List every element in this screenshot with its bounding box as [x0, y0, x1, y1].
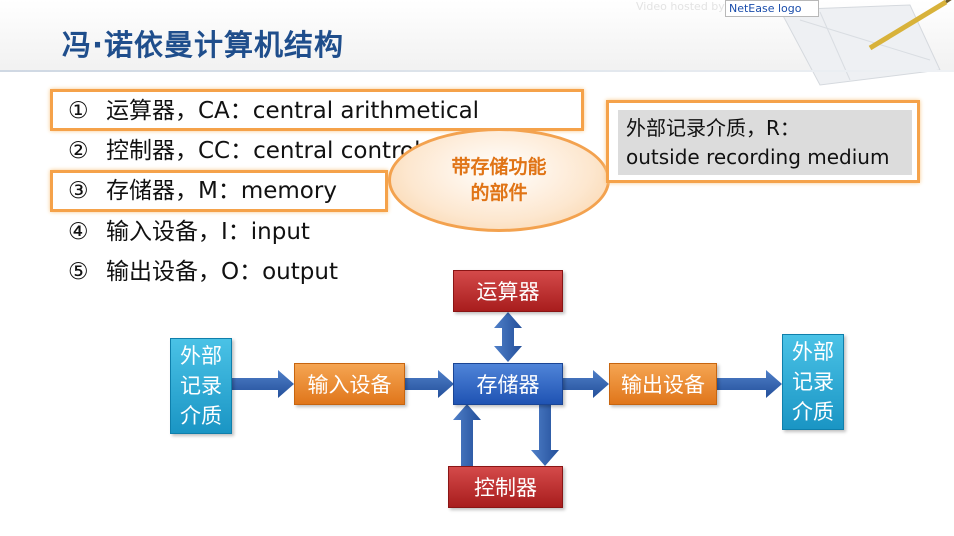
external-left-line-1: 外部 [180, 344, 222, 368]
input-device-label: 输入设备 [307, 373, 392, 397]
input-device-box: 输入设备 [294, 363, 405, 405]
output-device-box: 输出设备 [609, 363, 717, 405]
list-item-output: ⑤ 输出设备，O：output [68, 256, 338, 288]
arrow-input-to-memory [405, 370, 454, 398]
video-watermark: Video hosted by [636, 0, 725, 13]
item-number: ② [68, 138, 89, 164]
controller-label: 控制器 [474, 476, 537, 500]
highlight-box-memory [50, 170, 388, 212]
callout-line-1: 带存储功能 [451, 156, 547, 178]
item-number: ④ [68, 219, 89, 245]
arrow-controller-to-memory [453, 404, 481, 466]
item-number: ⑤ [68, 259, 89, 285]
arrow-output-to-external [717, 370, 782, 398]
arrow-alu-memory-bidirectional [494, 312, 522, 362]
external-right-line-3: 介质 [792, 400, 834, 424]
item-text: 输入设备，I：input [106, 219, 310, 245]
external-medium-definition: 外部记录介质，R： outside recording medium [618, 110, 912, 175]
memory-box: 存储器 [453, 363, 563, 405]
title-divider [0, 70, 954, 72]
list-item-alu: ① 运算器，CA：central arithmetical [68, 95, 479, 127]
list-item-memory: ③ 存储器，M：memory [68, 175, 337, 207]
arrow-memory-to-output [563, 370, 609, 398]
list-item-input: ④ 输入设备，I：input [68, 216, 310, 248]
output-device-label: 输出设备 [621, 373, 705, 397]
list-item-controller: ② 控制器，CC：central control [68, 135, 421, 167]
external-left-line-2: 记录 [180, 374, 222, 398]
netease-logo-text: NetEase logo [729, 2, 802, 15]
netease-logo: NetEase logo [725, 0, 819, 17]
storage-callout: 带存储功能 的部件 [388, 128, 610, 232]
item-text: 控制器，CC：central control [106, 138, 421, 164]
arrow-memory-to-controller [531, 404, 559, 466]
item-text: 存储器，M：memory [106, 178, 337, 204]
item-number: ① [68, 98, 89, 124]
highlight-box-alu [50, 89, 584, 131]
external-right-line-1: 外部 [792, 340, 834, 364]
item-number: ③ [68, 178, 89, 204]
external-right-line-2: 记录 [792, 370, 834, 394]
arrow-external-to-input [232, 370, 294, 398]
external-medium-left-box: 外部 记录 介质 [170, 338, 232, 434]
alu-label: 运算器 [476, 280, 540, 304]
alu-box: 运算器 [453, 270, 563, 312]
external-medium-right-box: 外部 记录 介质 [782, 334, 844, 430]
callout-line-2: 的部件 [470, 182, 528, 204]
external-medium-line-1: 外部记录介质，R： [626, 116, 800, 140]
memory-label: 存储器 [476, 373, 540, 397]
external-medium-line-2: outside recording medium [626, 145, 890, 169]
item-text: 输出设备，O：output [106, 259, 338, 285]
item-text: 运算器，CA：central arithmetical [106, 98, 480, 124]
page-title: 冯·诺依曼计算机结构 [62, 28, 345, 62]
external-left-line-3: 介质 [180, 404, 222, 428]
controller-box: 控制器 [448, 466, 563, 508]
